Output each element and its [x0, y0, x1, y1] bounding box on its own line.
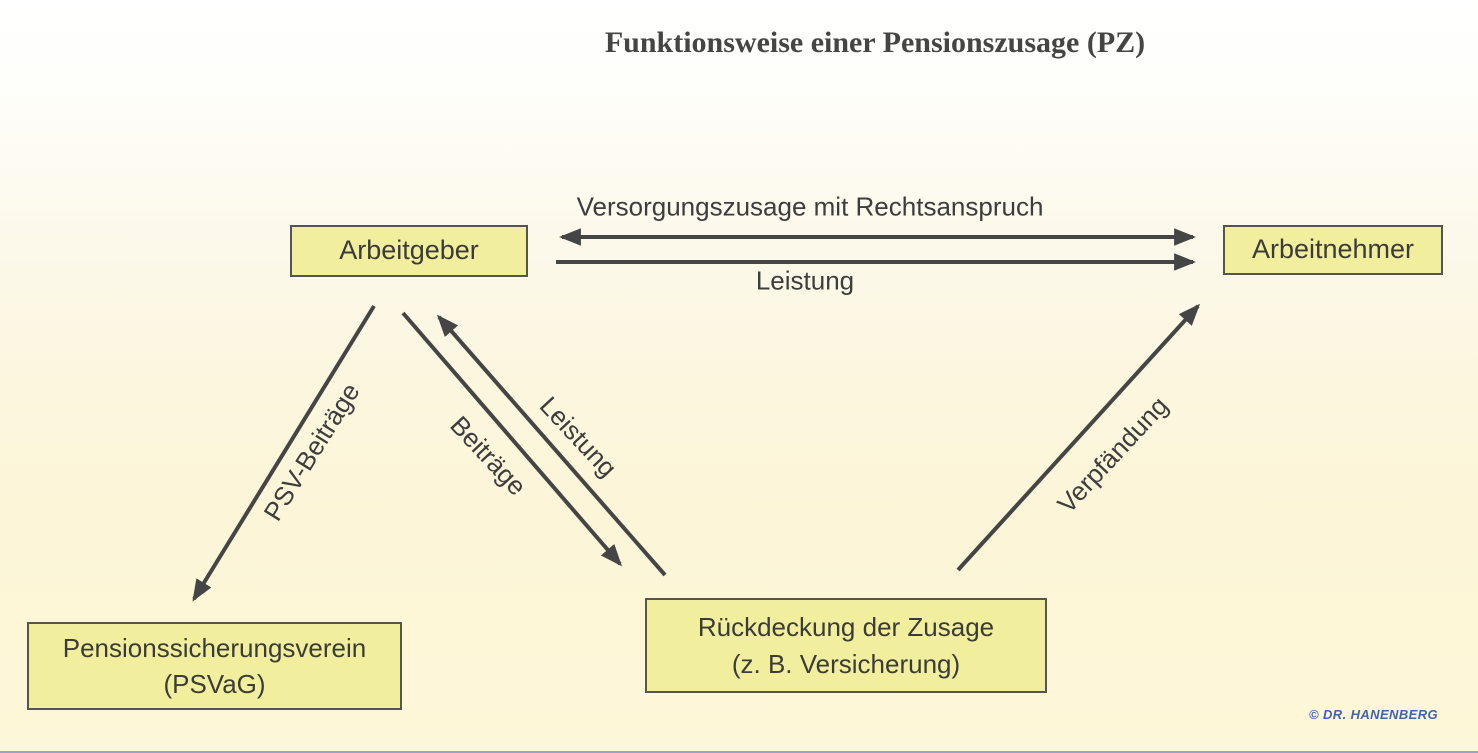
edge-label-psv-beitraege: PSV-Beiträge — [257, 377, 366, 526]
node-arbeitgeber: Arbeitgeber — [290, 225, 528, 277]
node-arbeitgeber-label: Arbeitgeber — [339, 235, 479, 266]
psv-beitraege-arrow — [192, 304, 376, 602]
node-rueckdeckung-label-line2: (z. B. Versicherung) — [731, 648, 961, 679]
verpfaendung-arrow — [956, 303, 1201, 572]
node-psv-label-line1: Pensionssicherungsverein — [62, 632, 367, 663]
edge-label-versorgungszusage: Versorgungszusage mit Rechtsanspruch — [576, 191, 1044, 222]
copyright-notice: © DR. HANENBERG — [1309, 707, 1438, 722]
edge-label-beitraege: Beiträge — [444, 410, 533, 502]
node-arbeitnehmer: Arbeitnehmer — [1223, 225, 1443, 275]
edge-label-verpfaendung: Verpfändung — [1051, 390, 1174, 519]
node-arbeitnehmer-label: Arbeitnehmer — [1251, 234, 1415, 265]
page-title: Funktionsweise einer Pensionszusage (PZ) — [604, 26, 1146, 59]
node-rueckdeckung: Rückdeckung der Zusage (z. B. Versicheru… — [645, 598, 1047, 693]
edge-label-leistung-diagonal: Leistung — [533, 390, 623, 483]
node-rueckdeckung-label-line1: Rückdeckung der Zusage — [697, 612, 995, 643]
edge-label-leistung-horizontal: Leistung — [755, 265, 855, 296]
node-pensionssicherungsverein: Pensionssicherungsverein (PSVaG) — [27, 622, 402, 710]
node-psv-label-line2: (PSVaG) — [163, 669, 266, 699]
bottom-divider — [0, 751, 1478, 753]
